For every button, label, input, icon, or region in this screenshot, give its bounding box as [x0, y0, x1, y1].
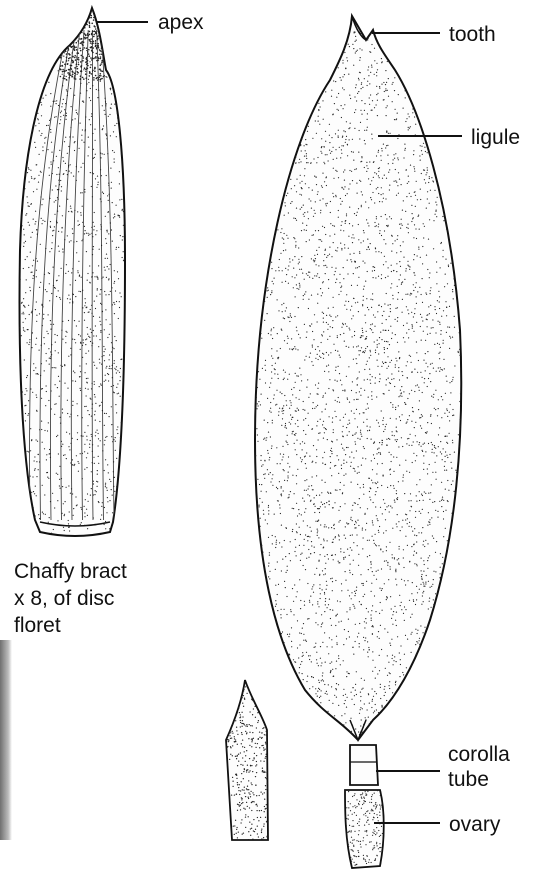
caption-line-1: Chaffy bract: [14, 558, 127, 585]
caption-line-3: floret: [14, 612, 127, 639]
label-ovary: ovary: [449, 813, 501, 836]
label-corolla: corolla: [448, 743, 510, 766]
small-bract: [225, 680, 268, 840]
caption-line-2: x 8, of disc: [14, 585, 127, 612]
label-apex: apex: [158, 11, 204, 34]
caption: Chaffy bract x 8, of disc floret: [14, 558, 127, 639]
chaffy-bract: [19, 7, 126, 536]
label-tube: tube: [448, 768, 489, 791]
ray-floret: [254, 15, 462, 868]
label-tooth: tooth: [449, 23, 496, 46]
label-ligule: ligule: [471, 126, 520, 149]
